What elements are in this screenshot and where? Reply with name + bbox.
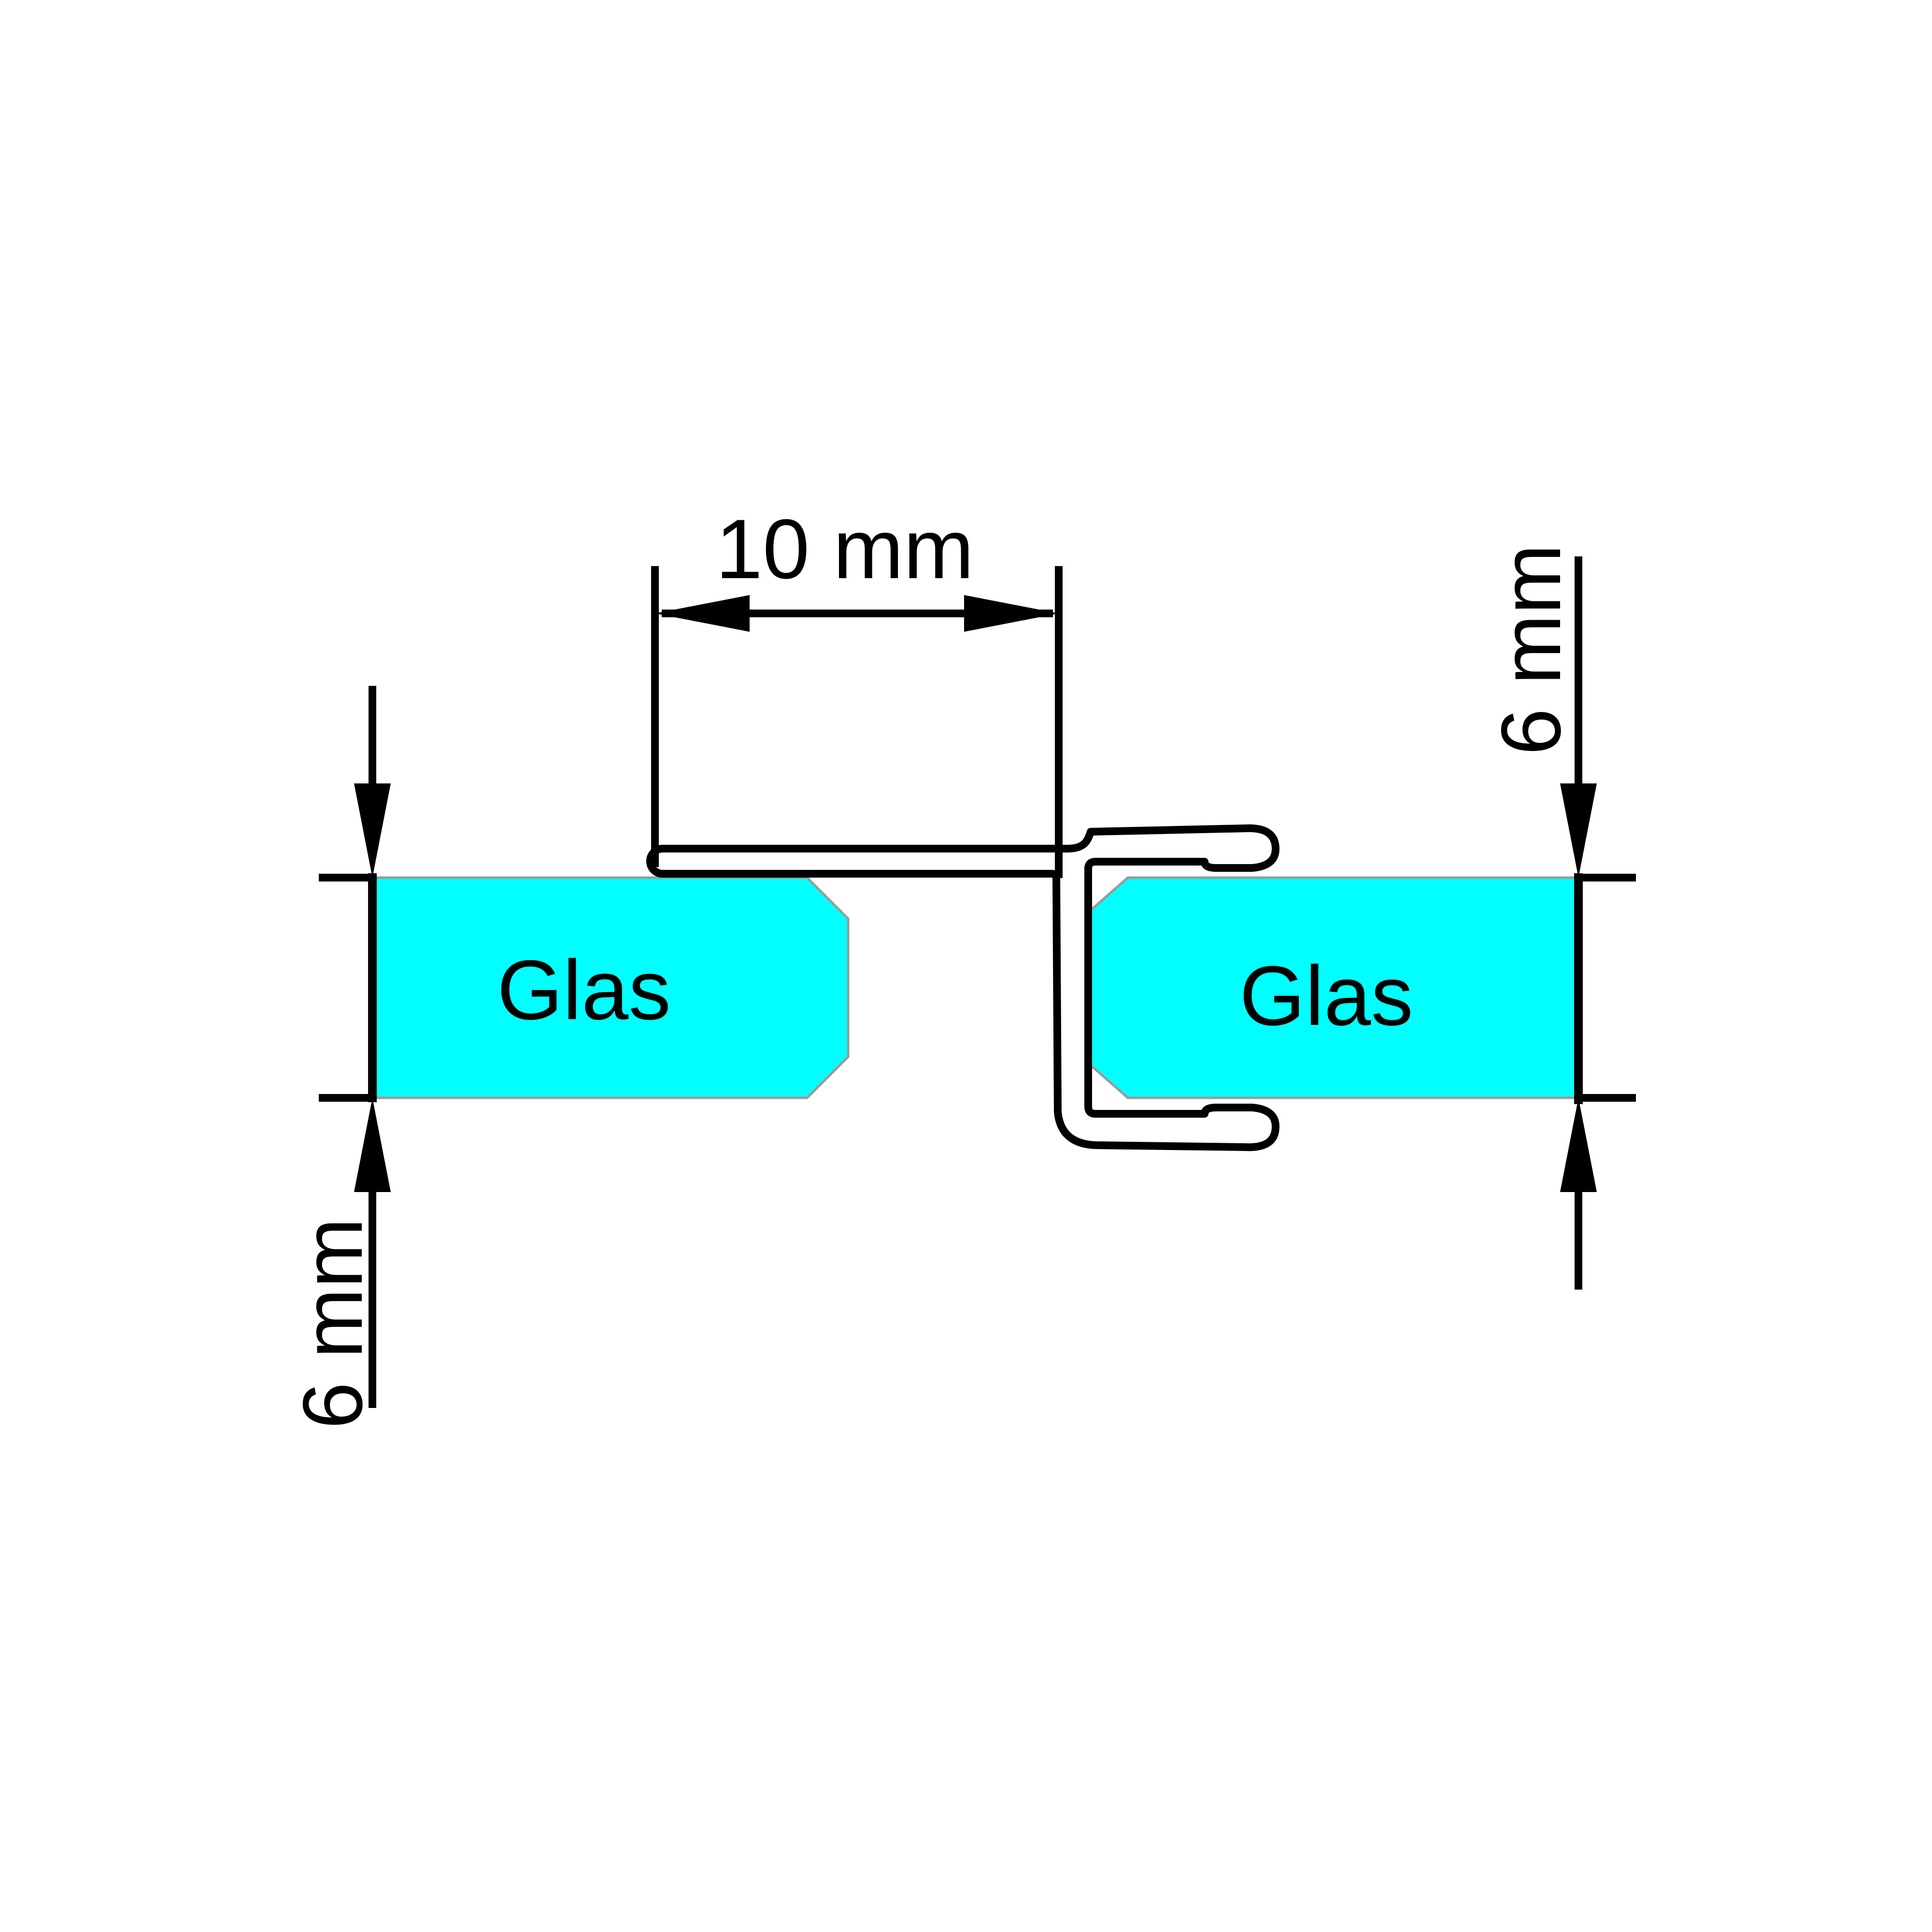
seal-profile [646, 824, 1279, 1151]
arrowhead-down-icon [1560, 783, 1597, 878]
dimension-gap-label: 10 mm [716, 502, 974, 597]
dimension-gap-10mm: 10 mm [651, 502, 1063, 878]
arrowhead-up-icon [354, 1098, 391, 1192]
dimension-thickness-left-label: 6 mm [286, 1218, 380, 1429]
dimension-thickness-left-6mm: 6 mm [286, 686, 391, 1429]
arrowhead-up-icon [1560, 1098, 1597, 1192]
glass-panel-left: Glas [368, 873, 850, 1102]
glass-left-label: Glas [497, 943, 671, 1037]
dimension-thickness-right-label: 6 mm [1484, 544, 1578, 755]
arrowhead-right-icon [964, 595, 1059, 632]
glass-right-label: Glas [1239, 949, 1413, 1043]
seal-profile-outline [646, 824, 1279, 1151]
arrowhead-left-icon [655, 595, 750, 632]
arrowhead-down-icon [354, 783, 391, 878]
glass-panel-right: Glas [1086, 873, 1583, 1104]
dimension-thickness-right-6mm: 6 mm [1484, 544, 1636, 1290]
